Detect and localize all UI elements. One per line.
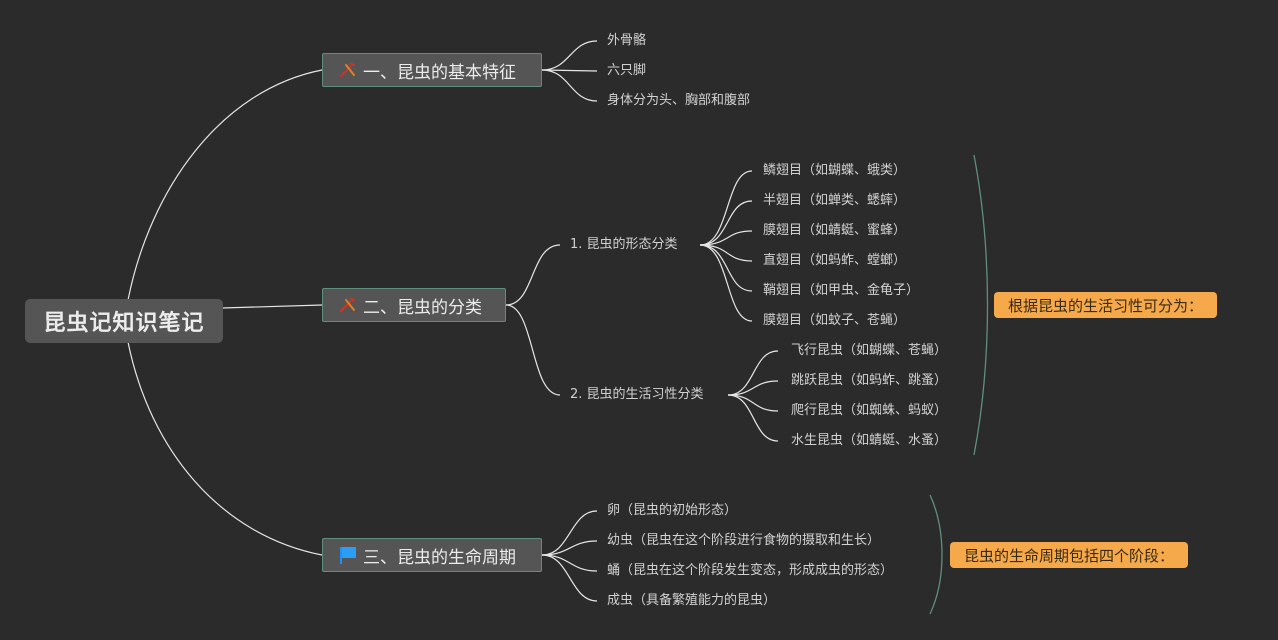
tools-icon <box>337 59 359 81</box>
branch-label: 二、昆虫的分类 <box>363 297 482 318</box>
branch-life-cycle[interactable]: 三、昆虫的生命周期 <box>322 538 542 572</box>
leaf-order-6[interactable]: 膜翅目（如蚊子、苍蝇） <box>763 313 907 328</box>
link-b1-leaf1 <box>541 40 598 71</box>
leaf-habit-2[interactable]: 跳跃昆虫（如蚂蚱、跳蚤） <box>791 373 948 388</box>
leaf-order-3[interactable]: 膜翅目（如蜻蜓、蜜蜂） <box>763 223 907 238</box>
branch-classification[interactable]: 二、昆虫的分类 <box>322 288 506 322</box>
link-b2-sub1 <box>505 244 561 306</box>
link-s1-leaf6 <box>699 244 753 322</box>
summary-lifecycle[interactable]: 昆虫的生命周期包括四个阶段： <box>950 542 1189 568</box>
leaf-exoskeleton[interactable]: 外骨骼 <box>607 33 647 48</box>
leaf-order-5[interactable]: 鞘翅目（如甲虫、金龟子） <box>763 283 920 298</box>
leaf-order-4[interactable]: 直翅目（如蚂蚱、螳螂） <box>763 253 907 268</box>
summary-label: 昆虫的生命周期包括四个阶段： <box>964 546 1175 565</box>
link-s1-leaf4 <box>699 244 753 262</box>
leaf-order-2[interactable]: 半翅目（如蝉类、蟋蟀） <box>763 193 907 208</box>
link-s2-leaf4 <box>727 394 779 442</box>
link-b3-leaf3 <box>541 554 598 572</box>
branch-basic-features[interactable]: 一、昆虫的基本特征 <box>322 53 542 87</box>
branch-label: 一、昆虫的基本特征 <box>363 62 516 83</box>
link-b3-leaf1 <box>541 510 598 556</box>
leaf-stage-pupa[interactable]: 蛹（昆虫在这个阶段发生变态，形成成虫的形态） <box>607 563 894 578</box>
leaf-stage-egg[interactable]: 卵（昆虫的初始形态） <box>607 503 738 518</box>
link-s1-leaf2 <box>699 200 753 246</box>
leaf-habit-1[interactable]: 飞行昆虫（如蝴蝶、苍蝇） <box>791 343 948 358</box>
summary-label: 根据昆虫的生活习性可分为： <box>1008 296 1204 315</box>
sub-habit-classification[interactable]: 2. 昆虫的生活习性分类 <box>570 387 704 402</box>
link-root-branch2 <box>221 304 323 309</box>
link-b3-leaf2 <box>541 540 598 556</box>
summary-classification[interactable]: 根据昆虫的生活习性可分为： <box>994 292 1218 318</box>
leaf-stage-adult[interactable]: 成虫（具备繁殖能力的昆虫） <box>607 593 777 608</box>
root-title: 昆虫记知识笔记 <box>43 311 205 336</box>
blue-flag-icon <box>337 544 359 566</box>
summary-bracket-lifecycle <box>929 494 943 615</box>
branch-label: 三、昆虫的生命周期 <box>363 547 516 568</box>
sub-morphology-classification[interactable]: 1. 昆虫的形态分类 <box>570 237 678 252</box>
root-node[interactable]: 昆虫记知识笔记 <box>25 299 223 343</box>
summary-bracket-classification <box>973 154 989 456</box>
link-b3-leaf4 <box>541 554 598 602</box>
link-s1-leaf5 <box>699 244 753 292</box>
tools-icon <box>337 294 359 316</box>
link-s2-leaf2 <box>727 380 779 396</box>
leaf-six-legs[interactable]: 六只脚 <box>607 63 647 78</box>
leaf-order-1[interactable]: 鳞翅目（如蝴蝶、蛾类） <box>763 163 907 178</box>
link-s1-leaf1 <box>699 170 753 246</box>
link-b1-leaf3 <box>541 69 598 102</box>
link-b2-sub2 <box>505 304 561 396</box>
link-s1-leaf3 <box>699 230 753 246</box>
link-s2-leaf1 <box>727 350 779 396</box>
link-root-branch1 <box>127 69 323 301</box>
leaf-habit-3[interactable]: 爬行昆虫（如蜘蛛、蚂蚁） <box>791 403 948 418</box>
leaf-stage-larva[interactable]: 幼虫（昆虫在这个阶段进行食物的摄取和生长） <box>607 533 881 548</box>
link-s2-leaf3 <box>727 394 779 412</box>
leaf-habit-4[interactable]: 水生昆虫（如蜻蜓、水蚤） <box>791 433 948 448</box>
link-root-branch3 <box>127 341 323 556</box>
leaf-body-parts[interactable]: 身体分为头、胸部和腹部 <box>607 93 751 108</box>
link-b1-leaf2 <box>541 69 598 72</box>
